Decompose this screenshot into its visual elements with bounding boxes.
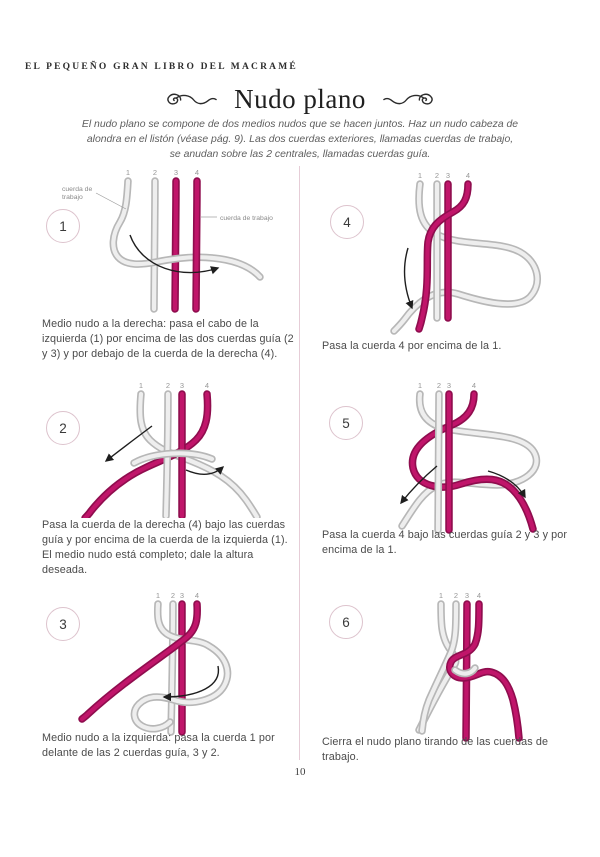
step-caption: Medio nudo a la derecha: pasa el cabo de… xyxy=(42,318,294,361)
title-row: Nudo plano xyxy=(0,84,600,115)
cord-numbers: 1 2 3 4 xyxy=(418,171,470,180)
step-number: 1 xyxy=(59,218,67,234)
svg-text:4: 4 xyxy=(205,381,209,390)
step-caption: Cierra el nudo plano tirando de las cuer… xyxy=(322,736,549,764)
knot-diagram-step-5: 1 2 3 4 xyxy=(380,381,575,536)
knot-diagram-step-4: 1 2 3 4 xyxy=(380,171,575,338)
cord-numbers: 1 2 3 4 xyxy=(439,591,481,600)
svg-text:4: 4 xyxy=(472,381,476,390)
cord-number-4: 4 xyxy=(195,168,199,177)
knot-diagram-step-3: 1 2 3 4 xyxy=(70,591,300,738)
step-number: 2 xyxy=(59,420,67,436)
step-number-badge: 1 xyxy=(46,209,80,243)
flourish-left-icon xyxy=(167,93,217,105)
svg-text:3: 3 xyxy=(180,591,184,600)
direction-arrow-icon xyxy=(129,234,220,275)
svg-text:1: 1 xyxy=(418,381,422,390)
cord-number-3: 3 xyxy=(174,168,178,177)
svg-text:4: 4 xyxy=(477,591,481,600)
cord-number-1: 1 xyxy=(126,168,130,177)
cord-numbers: 1 2 3 4 xyxy=(126,168,199,177)
intro-paragraph: El nudo plano se compone de dos medios n… xyxy=(81,119,519,160)
step-3: 3 1 2 3 4 Medio nudo a la izquierda: pas… xyxy=(40,585,296,793)
knot-diagram-step-1: 1 2 3 4 cuerda de trabajo cuerda de trab… xyxy=(62,168,273,315)
cord-2 xyxy=(171,604,173,732)
svg-text:3: 3 xyxy=(465,591,469,600)
cord-2 xyxy=(438,394,439,530)
svg-text:1: 1 xyxy=(139,381,143,390)
knot-diagram-step-6: 1 2 3 4 xyxy=(405,591,570,748)
svg-text:1: 1 xyxy=(156,591,160,600)
step-number: 4 xyxy=(343,214,351,230)
step-6: 6 1 2 3 4 Cierra el nudo plano tirando d… xyxy=(320,585,582,793)
step-1: 1 1 2 3 4 cuerda de trabajo xyxy=(40,165,296,373)
step-number: 3 xyxy=(59,616,67,632)
step-number-badge: 5 xyxy=(329,406,363,440)
flourish-right-icon xyxy=(383,93,433,105)
direction-arrow-icon xyxy=(185,466,225,475)
column-divider xyxy=(299,166,300,760)
cord-4 xyxy=(419,184,468,329)
svg-text:4: 4 xyxy=(195,591,199,600)
step-4: 4 1 2 3 4 Pasa la cuerda 4 por encima de… xyxy=(320,165,582,380)
cord-number-2: 2 xyxy=(153,168,157,177)
knot-diagram-step-2: 1 2 3 4 xyxy=(60,381,300,518)
direction-arrow-icon xyxy=(400,465,438,505)
cord-numbers: 1 2 3 4 xyxy=(139,381,209,390)
direction-arrow-icon xyxy=(403,247,414,310)
cord-numbers: 1 2 3 4 xyxy=(156,591,199,600)
step-caption: Pasa la cuerda de la derecha (4) bajo la… xyxy=(42,519,288,577)
label-working-cord-left: cuerda de trabajo xyxy=(62,186,127,210)
cord-4 xyxy=(412,394,533,529)
svg-text:4: 4 xyxy=(466,171,470,180)
leader-line xyxy=(95,192,127,210)
step-number-badge: 3 xyxy=(46,607,80,641)
svg-text:3: 3 xyxy=(180,381,184,390)
cord-3 xyxy=(175,181,176,309)
direction-arrow-icon xyxy=(487,470,526,499)
svg-text:2: 2 xyxy=(454,591,458,600)
svg-text:2: 2 xyxy=(437,381,441,390)
svg-text:2: 2 xyxy=(166,381,170,390)
svg-text:trabajo: trabajo xyxy=(62,194,83,201)
page-title: Nudo plano xyxy=(234,84,366,114)
step-caption: Medio nudo a la izquierda: pasa la cuerd… xyxy=(42,732,275,760)
cord-numbers: 1 2 3 4 xyxy=(418,381,476,390)
cord-4 xyxy=(196,181,197,309)
step-5: 5 1 2 3 4 Pasa la cuerda 4 bajo las cue xyxy=(320,375,582,583)
svg-text:2: 2 xyxy=(435,171,439,180)
cord-2 xyxy=(154,181,155,309)
direction-arrow-icon xyxy=(162,665,220,702)
step-number-badge: 2 xyxy=(46,411,80,445)
step-number: 6 xyxy=(342,614,350,630)
svg-text:1: 1 xyxy=(439,591,443,600)
direction-arrow-icon xyxy=(104,425,153,462)
step-caption: Pasa la cuerda 4 bajo las cuerdas guía 2… xyxy=(322,529,568,557)
label-working-cord-right: cuerda de trabajo xyxy=(201,215,273,222)
step-number: 5 xyxy=(342,415,350,431)
step-number-badge: 4 xyxy=(330,205,364,239)
svg-text:cuerda de trabajo: cuerda de trabajo xyxy=(220,215,273,222)
page-number: 10 xyxy=(294,766,306,778)
step-caption: Pasa la cuerda 4 por encima de la 1. xyxy=(322,340,502,352)
step-2: 2 1 2 3 4 Pasa la cuerd xyxy=(40,375,296,583)
svg-text:3: 3 xyxy=(446,171,450,180)
svg-text:3: 3 xyxy=(447,381,451,390)
step-number-badge: 6 xyxy=(329,605,363,639)
svg-text:1: 1 xyxy=(418,171,422,180)
cord-1 xyxy=(113,181,260,277)
svg-text:2: 2 xyxy=(171,591,175,600)
running-head: EL PEQUEÑO GRAN LIBRO DEL MACRAMÉ xyxy=(25,62,298,72)
svg-text:cuerda de: cuerda de xyxy=(62,186,92,193)
